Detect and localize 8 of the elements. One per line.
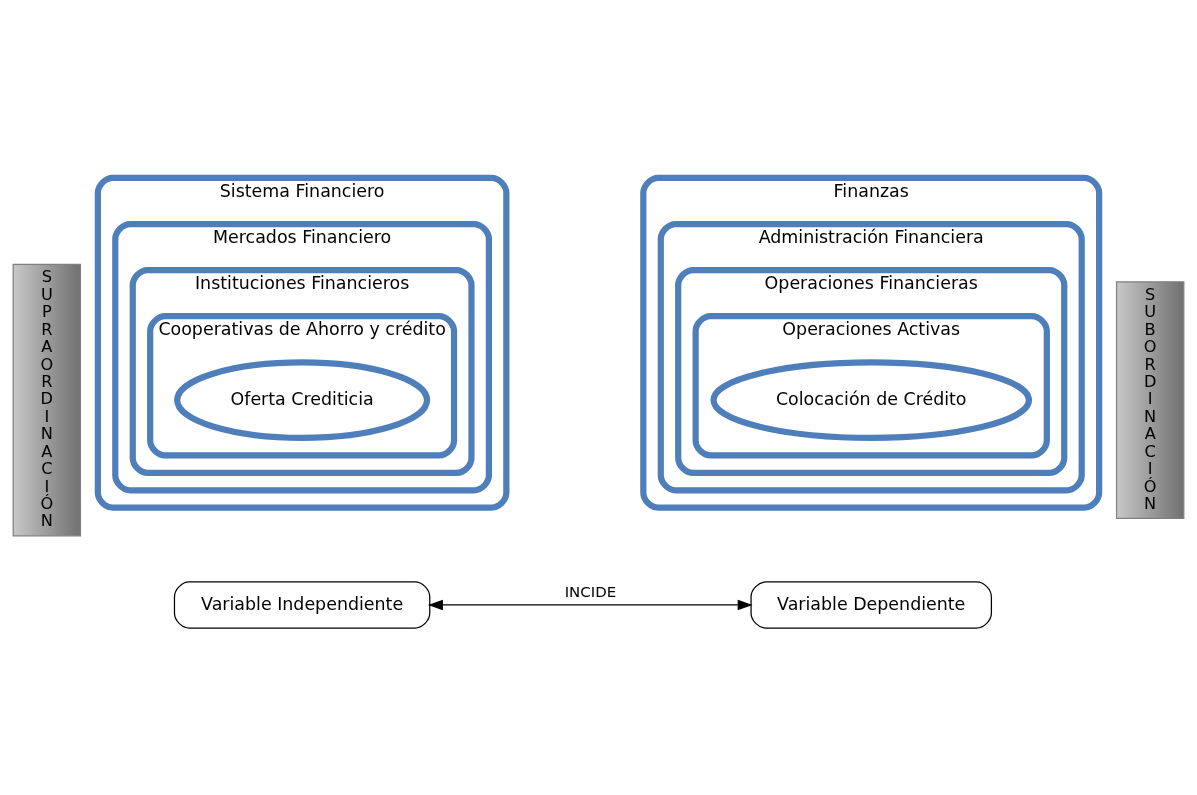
node-ellipse: Colocación de Crédito [710, 358, 1033, 441]
edge-label: INCIDE [564, 582, 617, 601]
node-box: SUPRAORDINACIÓN [12, 263, 82, 536]
node-box: Variable Independiente [173, 580, 431, 629]
node-box: SUBORDINACIÓN [1115, 280, 1185, 519]
arrow [427, 599, 753, 610]
node-box: Variable Dependiente [750, 580, 993, 629]
node-ellipse: Oferta Crediticia [174, 358, 431, 441]
